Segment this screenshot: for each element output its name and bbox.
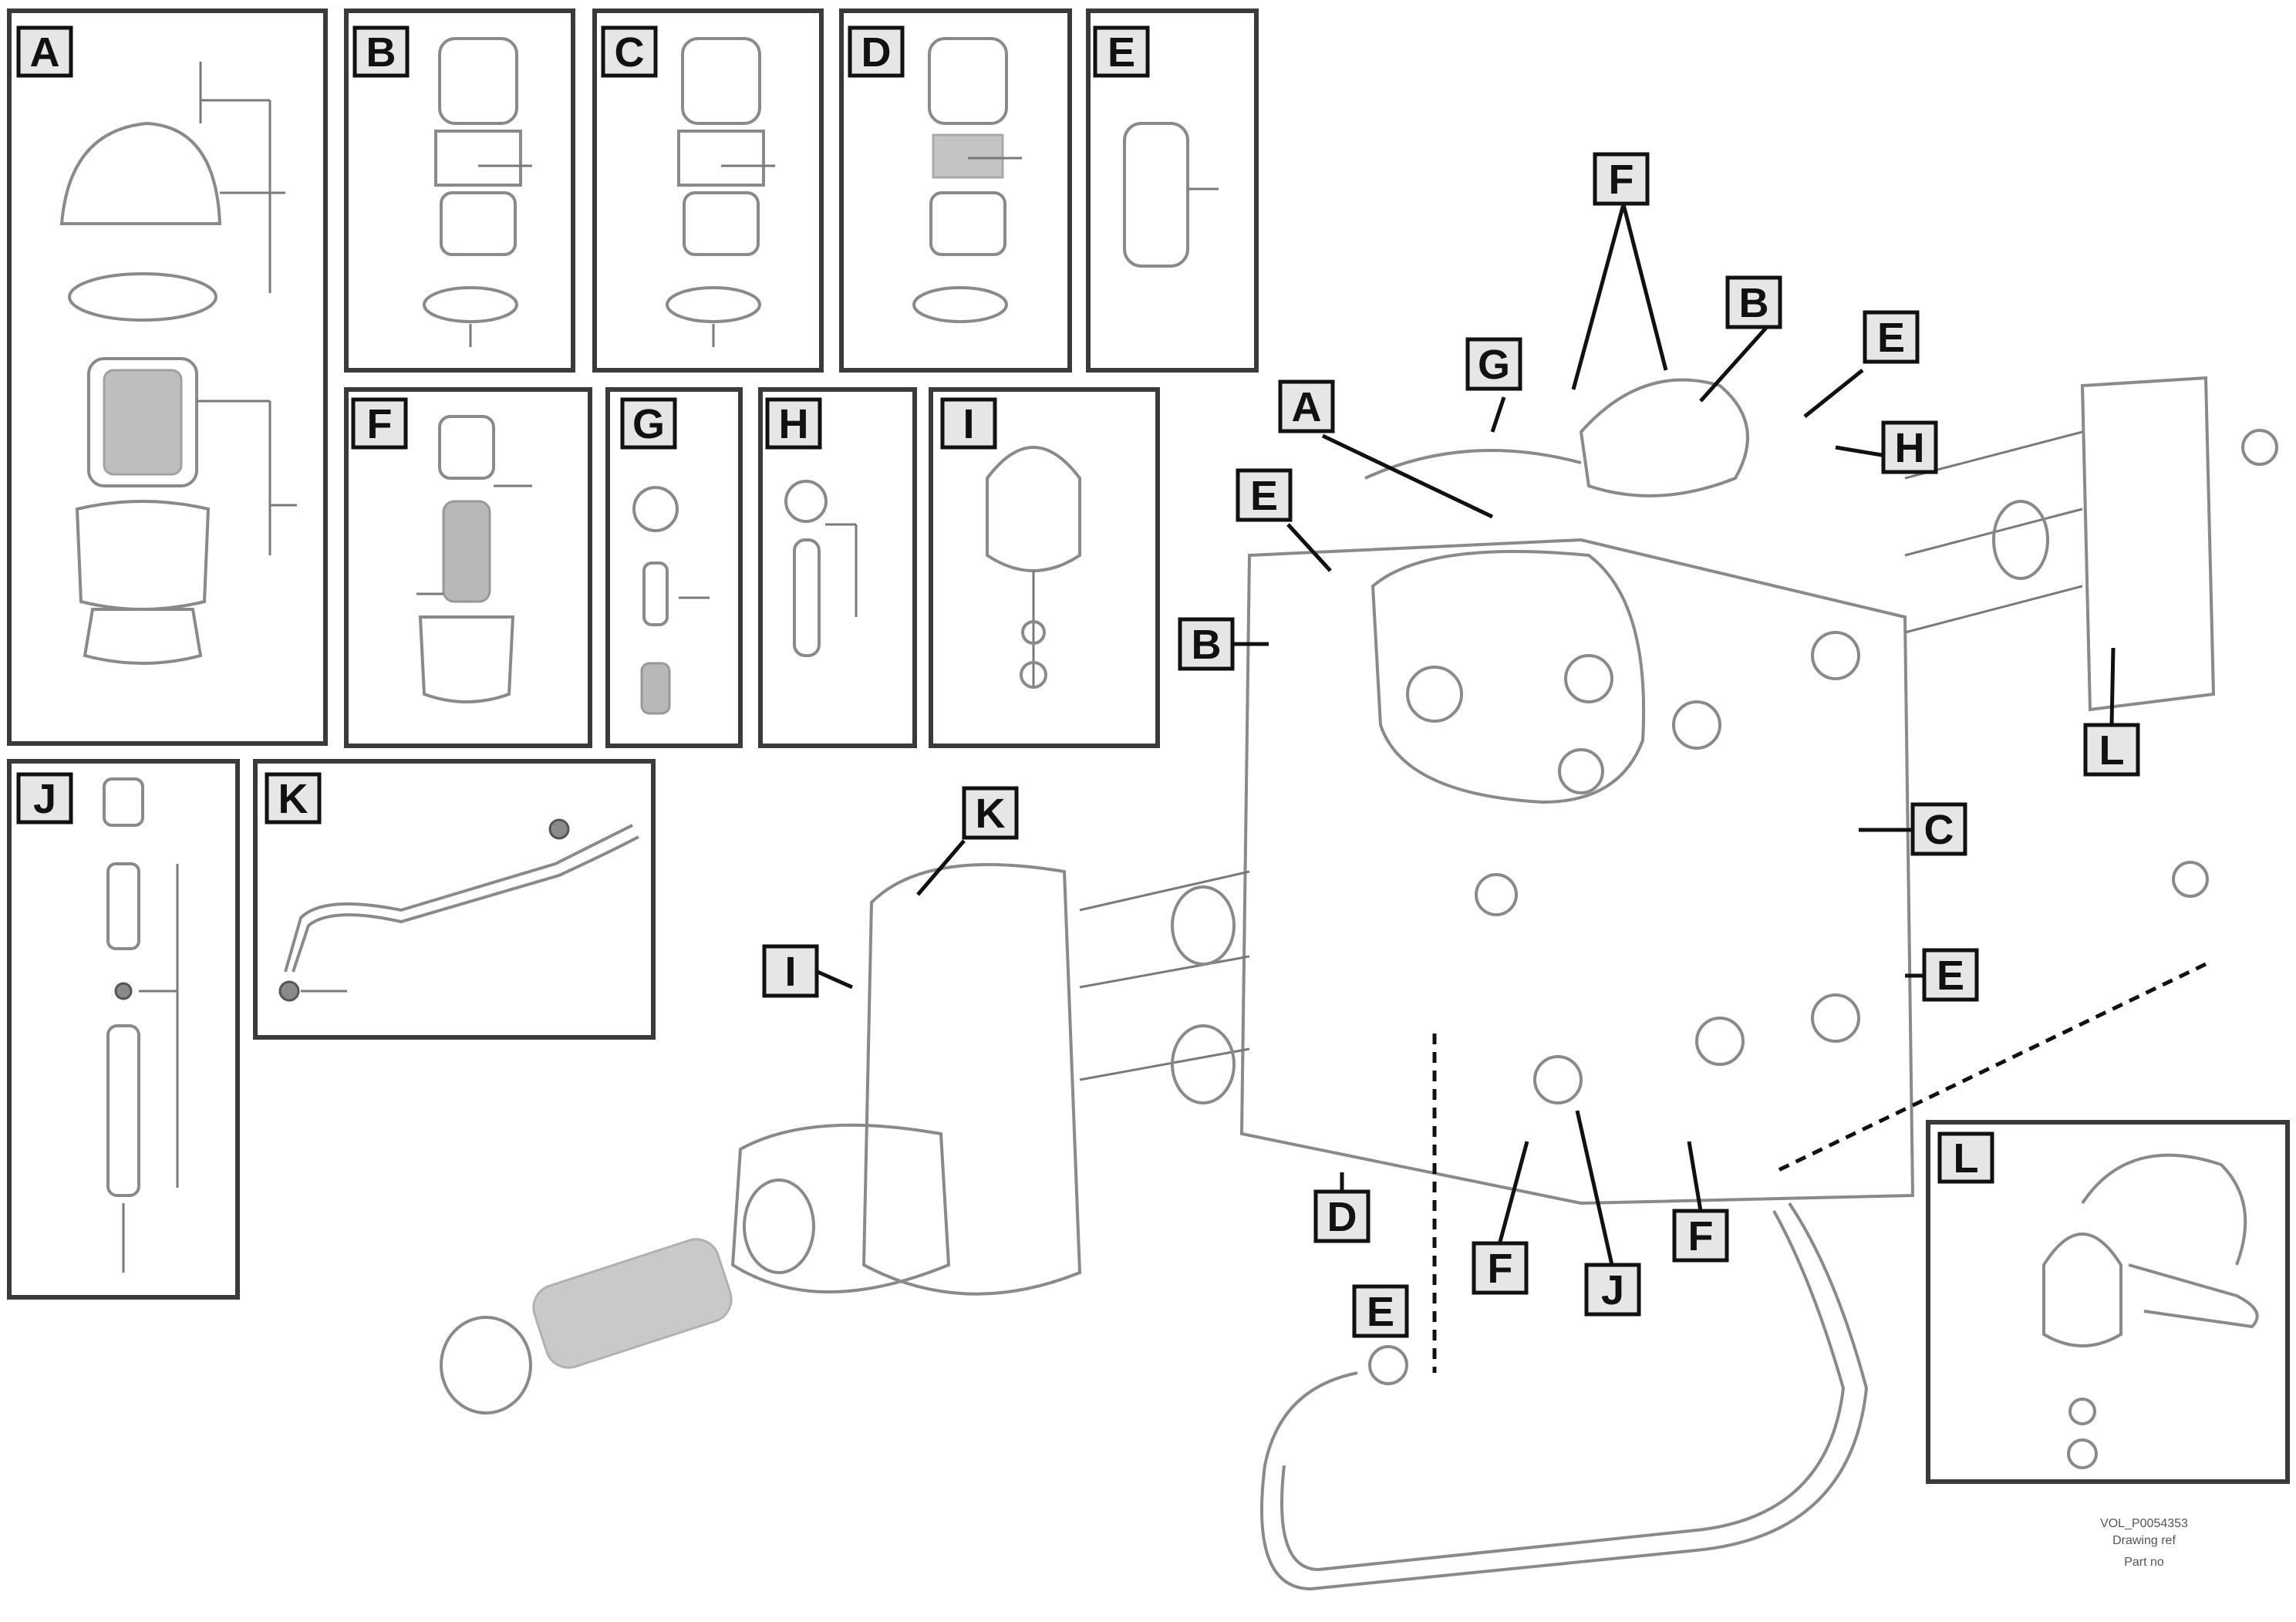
svg-text:G: G xyxy=(1478,342,1510,388)
svg-text:D: D xyxy=(1327,1194,1357,1240)
callout-b-left: B xyxy=(1178,617,1269,671)
svg-text:C: C xyxy=(1924,807,1954,853)
svg-text:I: I xyxy=(784,949,796,995)
svg-text:F: F xyxy=(1688,1213,1714,1259)
detail-panel-j: J xyxy=(7,759,240,1300)
callout-d: D xyxy=(1313,1172,1371,1243)
callout-i: I xyxy=(762,944,854,998)
callout-e-bottom: E xyxy=(1352,1284,1409,1338)
panel-label-i: I xyxy=(963,401,974,447)
svg-text:A: A xyxy=(1292,384,1322,430)
callout-g: G xyxy=(1465,337,1522,433)
detail-panel-k: K xyxy=(253,759,656,1040)
svg-text:J: J xyxy=(1601,1267,1624,1313)
panel-label-b: B xyxy=(366,29,396,76)
panel-label-d: D xyxy=(861,29,892,76)
callout-f-top: F xyxy=(1571,152,1668,390)
svg-text:F: F xyxy=(1488,1246,1513,1292)
detail-panel-b: B xyxy=(344,8,575,373)
svg-text:F: F xyxy=(1609,157,1634,203)
panel-label-g: G xyxy=(632,401,665,447)
callout-e-left: E xyxy=(1236,468,1332,572)
svg-text:H: H xyxy=(1895,425,1925,471)
panel-label-c: C xyxy=(615,29,645,76)
callout-f-bottom-1: F xyxy=(1472,1141,1529,1295)
svg-text:E: E xyxy=(1877,315,1905,361)
panel-label-e: E xyxy=(1108,29,1135,76)
callout-k: K xyxy=(916,786,1019,896)
callout-f-bottom-2: F xyxy=(1672,1141,1729,1263)
svg-text:E: E xyxy=(1250,473,1278,519)
main-valve-assembly xyxy=(440,376,2278,1591)
detail-panel-a: A xyxy=(7,8,328,746)
panel-label-j: J xyxy=(33,776,56,822)
callout-e-right: E xyxy=(1905,948,1979,1002)
panel-label-a: A xyxy=(30,29,60,76)
svg-text:E: E xyxy=(1937,953,1964,999)
detail-panel-h: H xyxy=(758,387,917,748)
detail-panel-l: L xyxy=(1926,1120,2290,1484)
callout-a: A xyxy=(1278,379,1494,519)
panel-label-h: H xyxy=(779,401,809,447)
detail-panel-d: D xyxy=(839,8,1072,373)
footer-line-1: VOL_P0054353 xyxy=(2100,1517,2188,1530)
detail-panel-g: G xyxy=(605,387,743,748)
svg-text:B: B xyxy=(1739,280,1769,326)
svg-text:L: L xyxy=(2099,727,2125,774)
callout-h: H xyxy=(1835,420,1938,474)
panel-label-k: K xyxy=(278,776,308,822)
callout-j: J xyxy=(1575,1110,1641,1317)
svg-text:E: E xyxy=(1367,1289,1394,1335)
svg-text:B: B xyxy=(1192,622,1222,668)
callout-e-top: E xyxy=(1803,310,1920,418)
drawing-reference: VOL_P0054353 Drawing ref Part no xyxy=(2100,1517,2188,1569)
svg-text:K: K xyxy=(976,791,1006,837)
detail-panel-f: F xyxy=(344,387,592,748)
footer-line-2: Drawing ref xyxy=(2112,1534,2176,1547)
panel-label-f: F xyxy=(367,401,393,447)
detail-panel-i: I xyxy=(929,387,1160,748)
detail-panel-e: E xyxy=(1086,8,1259,373)
callout-c: C xyxy=(1859,802,1967,856)
callout-l: L xyxy=(2083,647,2140,777)
panel-label-l: L xyxy=(1954,1135,1979,1182)
callout-b-top: B xyxy=(1699,275,1782,403)
detail-panel-c: C xyxy=(592,8,824,373)
footer-line-3: Part no xyxy=(2124,1556,2164,1569)
